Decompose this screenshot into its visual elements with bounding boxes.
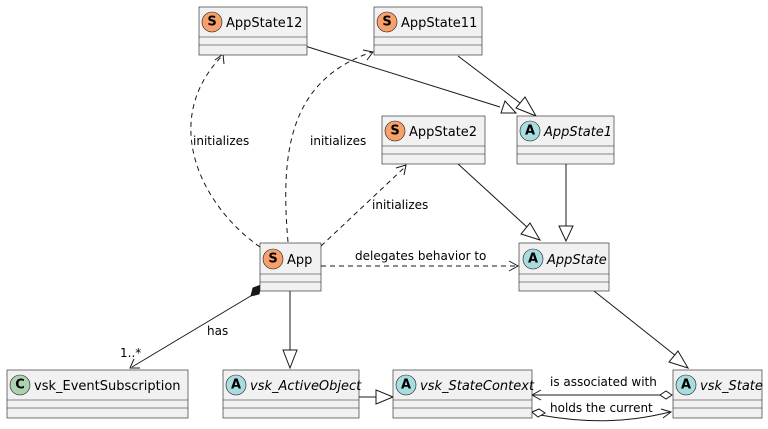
class-badge-a <box>519 120 541 142</box>
class-vsk-statecontext[interactable]: A vsk_StateContext <box>392 369 535 419</box>
label-holds-the-current: holds the current <box>550 401 653 415</box>
class-name: AppState1 <box>543 125 612 140</box>
edge-statecontext-holds-vskstate <box>531 408 673 422</box>
class-appstate1[interactable]: A AppState1 <box>516 115 615 165</box>
label-initializes-appstate11: initializes <box>310 134 366 148</box>
class-badge-a <box>225 374 247 396</box>
edge-appstate12-extends-appstate1 <box>304 45 518 114</box>
label-is-associated-with: is associated with <box>550 375 657 389</box>
class-badge-c <box>9 374 31 396</box>
class-vsk-activeobject[interactable]: A vsk_ActiveObject <box>222 369 362 419</box>
class-badge-s <box>262 248 284 270</box>
edge-appstate11-extends-appstate1 <box>457 55 538 118</box>
edge-app-initializes-appstate2 <box>320 164 407 247</box>
class-vsk-state[interactable]: A vsk_State <box>672 369 763 419</box>
svg-text:A: A <box>681 378 691 393</box>
edge-vskstate-associated-statecontext <box>530 389 673 401</box>
svg-text:A: A <box>231 378 241 393</box>
svg-text:S: S <box>382 15 391 30</box>
class-badge-a <box>522 248 544 270</box>
label-multiplicity: 1..* <box>120 346 141 360</box>
edge-app-initializes-appstate11 <box>285 49 374 243</box>
svg-text:S: S <box>268 252 277 267</box>
class-name: AppState11 <box>401 16 477 31</box>
edge-appstate1-extends-appstate <box>558 164 574 243</box>
class-badge-s <box>376 11 398 33</box>
svg-text:A: A <box>401 378 411 393</box>
class-name: App <box>287 253 312 268</box>
svg-text:S: S <box>390 124 399 139</box>
svg-text:A: A <box>525 124 535 139</box>
edge-app-has-eventsub <box>129 284 262 369</box>
edge-app-extends-activeobject <box>282 291 298 370</box>
class-badge-s <box>201 11 223 33</box>
svg-text:C: C <box>15 378 25 393</box>
class-name: vsk_EventSubscription <box>34 379 181 394</box>
class-vsk-eventsubscription[interactable]: C vsk_EventSubscription <box>6 369 189 419</box>
label-initializes-appstate2: initializes <box>372 198 428 212</box>
class-name: vsk_State <box>700 379 763 394</box>
svg-text:A: A <box>528 252 538 267</box>
class-name: AppState <box>546 253 607 268</box>
class-appstate2[interactable]: S AppState2 <box>381 115 486 165</box>
edge-activeobject-extends-statecontext <box>359 389 395 405</box>
class-name: vsk_ActiveObject <box>250 379 362 394</box>
class-badge-a <box>675 374 697 396</box>
class-appstate12[interactable]: S AppState12 <box>198 6 308 56</box>
edge-appstate-extends-vskstate <box>593 290 690 369</box>
class-name: vsk_StateContext <box>420 379 535 394</box>
class-name: AppState12 <box>226 16 302 31</box>
class-app[interactable]: S App <box>259 242 322 292</box>
svg-text:S: S <box>207 15 216 30</box>
edge-app-initializes-appstate12 <box>190 53 261 248</box>
label-initializes-appstate12: initializes <box>193 134 249 148</box>
class-badge-s <box>384 120 406 142</box>
edge-appstate2-extends-appstate <box>456 162 542 241</box>
class-appstate[interactable]: A AppState <box>518 242 610 292</box>
edge-app-delegates-appstate <box>321 260 520 272</box>
label-has: has <box>207 324 228 338</box>
class-appstate11[interactable]: S AppState11 <box>373 6 483 56</box>
label-delegates-behavior: delegates behavior to <box>355 249 486 263</box>
class-badge-a <box>395 374 417 396</box>
class-name: AppState2 <box>409 125 477 140</box>
